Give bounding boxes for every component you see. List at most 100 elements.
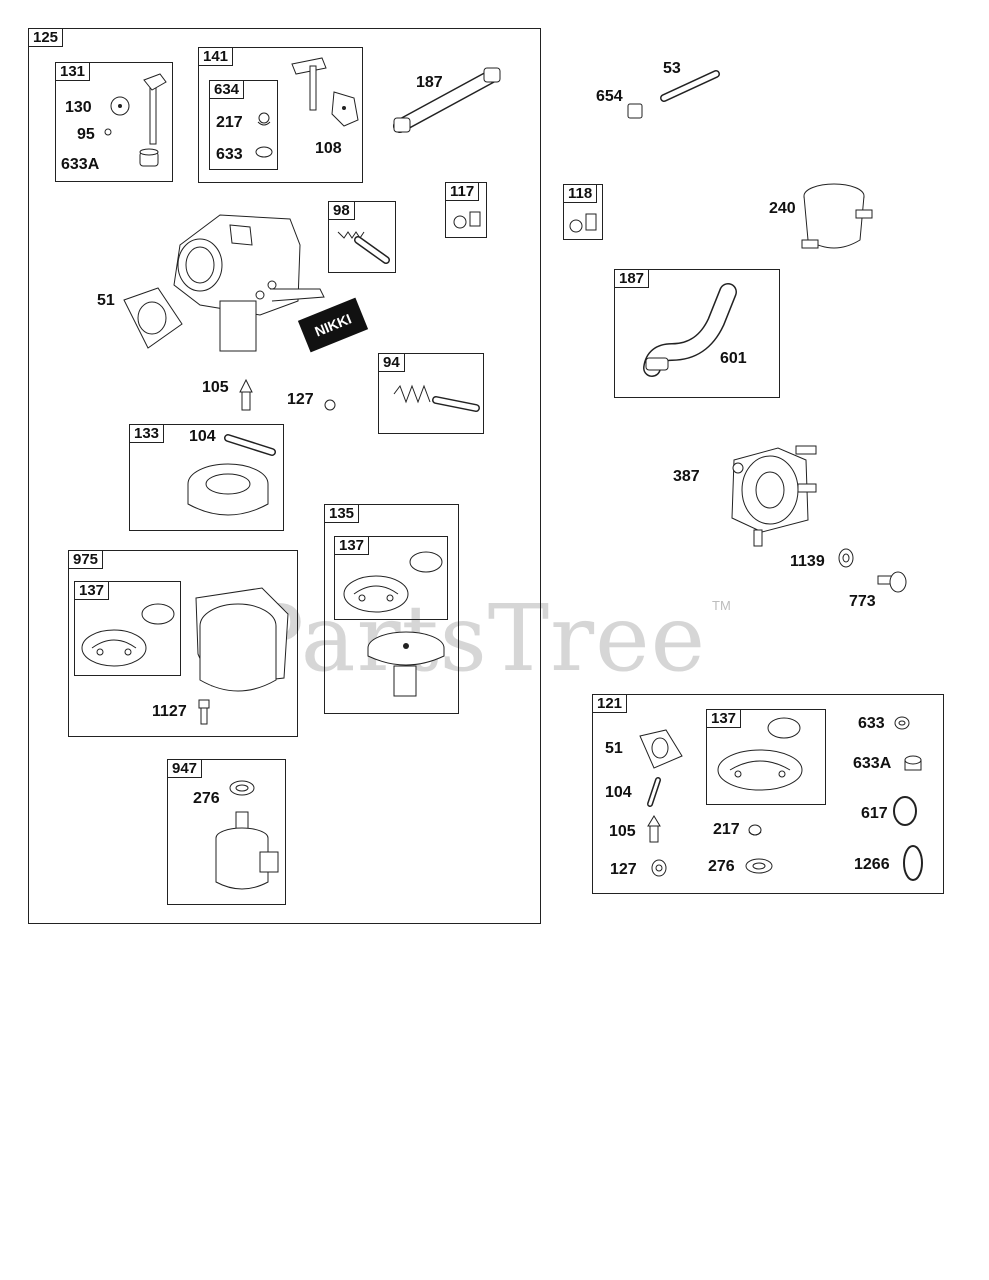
kit-104-label: 104 [605, 784, 632, 801]
float-bowl-975-art [192, 584, 292, 702]
float-133-art [180, 434, 276, 524]
fitting-654-53-art [624, 62, 724, 122]
group-117-tag: 117 [445, 182, 480, 201]
watermark: PartsTree [242, 585, 707, 692]
group-121-tag: 121 [592, 694, 628, 713]
kit-bushing-633a-art [902, 754, 924, 774]
throttle-shaft-art [100, 70, 170, 178]
group-137-b: 137 [74, 581, 181, 676]
part-95-label: 95 [77, 126, 95, 143]
kit-105-label: 105 [609, 823, 636, 840]
choke-shaft-art [252, 52, 362, 142]
needle-105-art [238, 378, 254, 414]
group-118: 118 [563, 184, 603, 240]
part-53-label: 53 [663, 60, 681, 77]
kit-633-label: 633 [858, 715, 885, 732]
bolt-1127-art [196, 698, 212, 726]
group-947-tag: 947 [167, 759, 203, 778]
kit-gasket-51-art [634, 726, 686, 772]
group-118-tag: 118 [563, 184, 598, 203]
group-117: 117 [445, 182, 487, 238]
part-1139-label: 1139 [790, 553, 825, 570]
group-133-tag: 133 [129, 424, 165, 443]
group-135-tag: 135 [324, 504, 360, 523]
screw-spring-94-art [390, 380, 482, 420]
fitting-118-art [568, 210, 600, 236]
fuel-line-187-art [632, 282, 746, 382]
kit-ring-127-art [649, 858, 669, 878]
group-634: 634 [209, 80, 278, 170]
kit-633a-label: 633A [853, 755, 892, 772]
kit-276-label: 276 [708, 858, 735, 875]
screw-spring-98-art [334, 224, 394, 268]
plug-773-art [874, 568, 910, 594]
group-634-tag: 634 [209, 80, 245, 99]
part-654-label: 654 [596, 88, 623, 105]
float-bowl-plate-135-art [364, 628, 448, 708]
kit-clip-217-art [746, 822, 764, 838]
group-125: 125 [28, 28, 541, 924]
group-947: 947 [167, 759, 286, 905]
group-137-b-tag: 137 [74, 581, 110, 600]
group-975: 975 [68, 550, 298, 737]
kit-pin-104-art [644, 776, 664, 810]
kit-217-label: 217 [713, 821, 740, 838]
kit-bushing-633-art [892, 714, 912, 732]
group-137-a: 137 [334, 536, 448, 620]
part-240-label: 240 [769, 200, 796, 217]
group-141: 141 [198, 47, 363, 183]
group-137-a-tag: 137 [334, 536, 370, 555]
kit-617-label: 617 [861, 805, 888, 822]
kit-needle-105-art [646, 814, 662, 844]
fuel-pump-387-art [718, 440, 818, 548]
fuel-tube-art [392, 66, 508, 142]
fitting-117-art [452, 208, 484, 232]
kit-washer-276-art [744, 856, 774, 876]
part-217-label: 217 [216, 114, 243, 131]
group-137-c: 137 [706, 709, 826, 805]
group-98-tag: 98 [328, 201, 355, 220]
part-387-label: 387 [673, 468, 700, 485]
part-773-label: 773 [849, 593, 876, 610]
part-105-label: 105 [202, 379, 229, 396]
solenoid-947-art [206, 778, 286, 898]
gasket-kit-137-c-art [712, 714, 824, 800]
part-633-label: 633 [216, 146, 243, 163]
washer-1139-art [836, 546, 856, 570]
part-601-label: 601 [720, 350, 747, 367]
kit-1266-label: 1266 [854, 856, 890, 873]
part-1127-label: 1127 [152, 703, 187, 720]
group-187-tag: 187 [614, 269, 650, 288]
group-131: 131 [55, 62, 173, 182]
watermark-tm: TM [712, 598, 731, 613]
part-51-label: 51 [97, 292, 115, 309]
part-633a-label: 633A [61, 156, 100, 173]
part-276-label: 276 [193, 790, 220, 807]
group-125-tag: 125 [28, 28, 64, 47]
group-137-c-tag: 137 [706, 709, 742, 728]
part-130-label: 130 [65, 99, 92, 116]
group-187: 187 [614, 269, 780, 398]
group-121: 121 [592, 694, 944, 894]
part-127-label: 127 [287, 391, 314, 408]
fuel-filter-240-art [800, 176, 874, 266]
kit-oring-1266-art [900, 842, 926, 884]
gasket-kit-137-a-art [340, 548, 446, 616]
kit-127-label: 127 [610, 861, 637, 878]
part-104-label: 104 [189, 428, 216, 445]
gasket-51-art [118, 284, 188, 354]
kit-oring-617-art [890, 794, 920, 828]
gasket-kit-137-b-art [78, 598, 178, 670]
part-108-label: 108 [315, 140, 342, 157]
ring-127-art [323, 398, 337, 412]
group-141-tag: 141 [198, 47, 234, 66]
group-975-tag: 975 [68, 550, 104, 569]
kit-51-label: 51 [605, 740, 623, 757]
group-94: 94 [378, 353, 484, 434]
group-94-tag: 94 [378, 353, 405, 372]
group-98: 98 [328, 201, 396, 273]
group-133: 133 [129, 424, 284, 531]
group-131-tag: 131 [55, 62, 91, 81]
group-135: 135 [324, 504, 459, 714]
carburetor-art [160, 205, 330, 360]
